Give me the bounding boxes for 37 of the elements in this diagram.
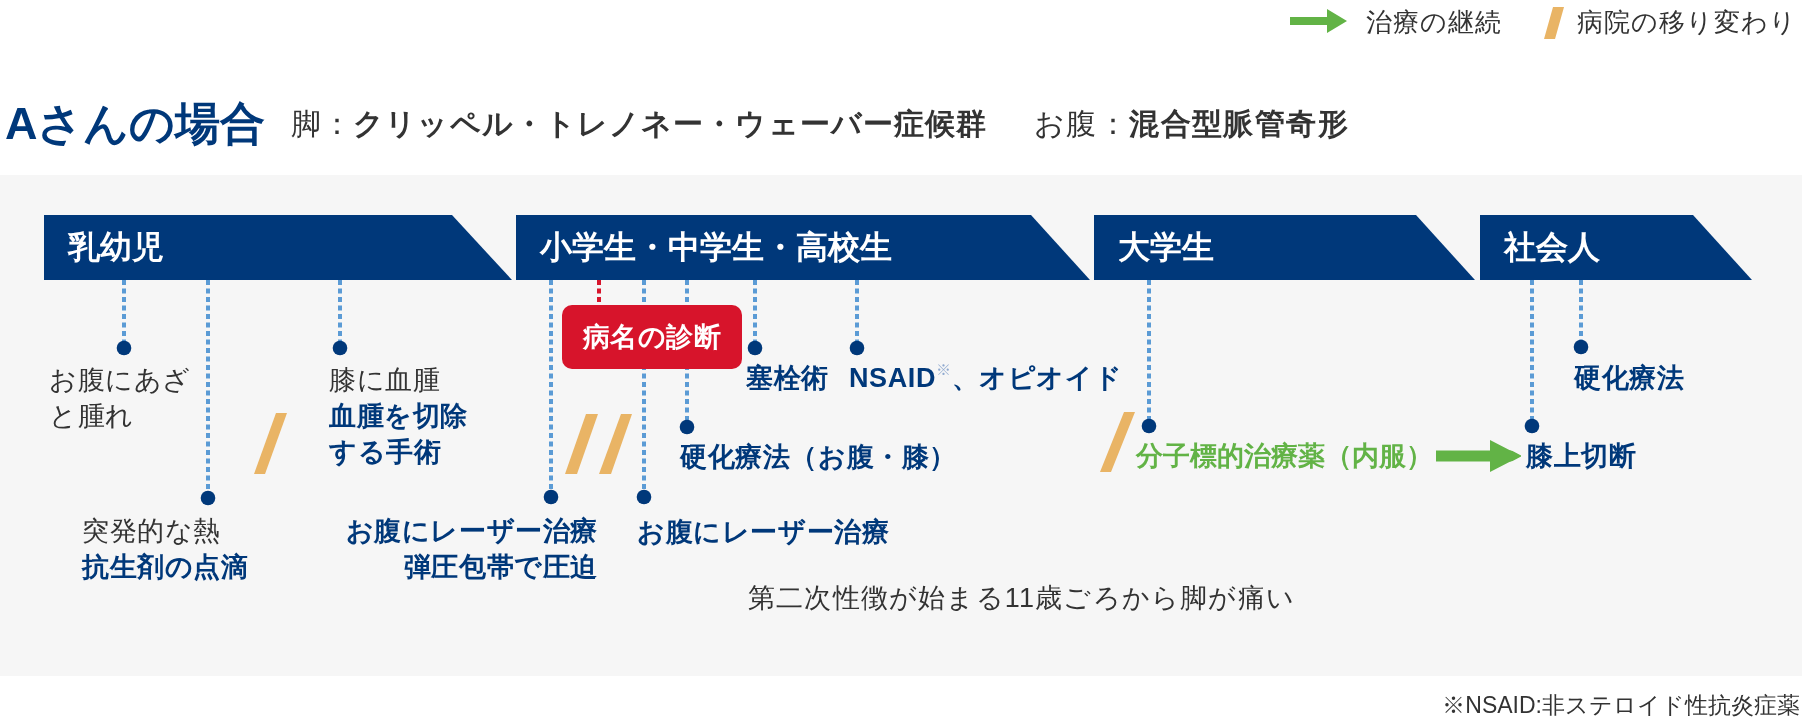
- phase-banner: 社会人: [1480, 215, 1752, 280]
- leader-line: [116, 280, 132, 356]
- title: Aさんの場合: [5, 97, 266, 151]
- event-text: 硬化療法: [1574, 362, 1685, 395]
- event-text: 塞栓術: [746, 362, 829, 395]
- event-text: 弾圧包帯で圧迫: [403, 551, 598, 584]
- event-text: 硬化療法（お腹・膝）: [680, 441, 957, 474]
- arrow: [1436, 440, 1521, 472]
- leader-line: [1141, 280, 1157, 434]
- event-text: お腹にあざと腫れ: [49, 364, 192, 433]
- leader-line: [200, 280, 216, 506]
- event-text: 突発的な熱: [82, 515, 221, 548]
- event-text: 分子標的治療薬（内服）: [1136, 440, 1433, 473]
- footnote: ※NSAID:非ステロイド性抗炎症薬: [1442, 691, 1800, 720]
- phase-banner: 大学生: [1094, 215, 1475, 280]
- leader-line: [332, 280, 348, 356]
- event-text: お腹にレーザー治療: [345, 515, 598, 548]
- phase-banner: 小学生・中学生・高校生: [516, 215, 1090, 280]
- phase-banner: 乳幼児: [44, 215, 512, 280]
- legend-label: 病院の移り変わり: [1577, 6, 1797, 39]
- leader-line: [1524, 280, 1540, 434]
- legend-label: 治療の継続: [1366, 6, 1502, 39]
- event-text: NSAID$^{※}$、オピオイド: [849, 361, 1123, 395]
- event-text: 抗生剤の点滴: [82, 551, 249, 584]
- subtitle: 脚：クリッペル・トレノネー・ウェーバー症候群: [291, 106, 988, 142]
- subtitle: お腹：混合型脈管奇形: [1034, 106, 1349, 142]
- leader-line: [543, 280, 559, 505]
- leader-line: [849, 280, 865, 356]
- event-text: お腹にレーザー治療: [637, 516, 890, 549]
- leader-line: [597, 280, 601, 305]
- event-text: 膝上切断: [1526, 440, 1637, 473]
- event-text: 膝に血腫: [329, 364, 441, 397]
- leader-line: [1573, 280, 1589, 355]
- leader-line: [747, 280, 763, 356]
- note-text: 第二次性徴が始まる11歳ごろから脚が痛い: [748, 582, 1296, 615]
- diagnosis-box: 病名の診断: [562, 305, 742, 369]
- event-text: 血腫を切除する手術: [329, 400, 469, 469]
